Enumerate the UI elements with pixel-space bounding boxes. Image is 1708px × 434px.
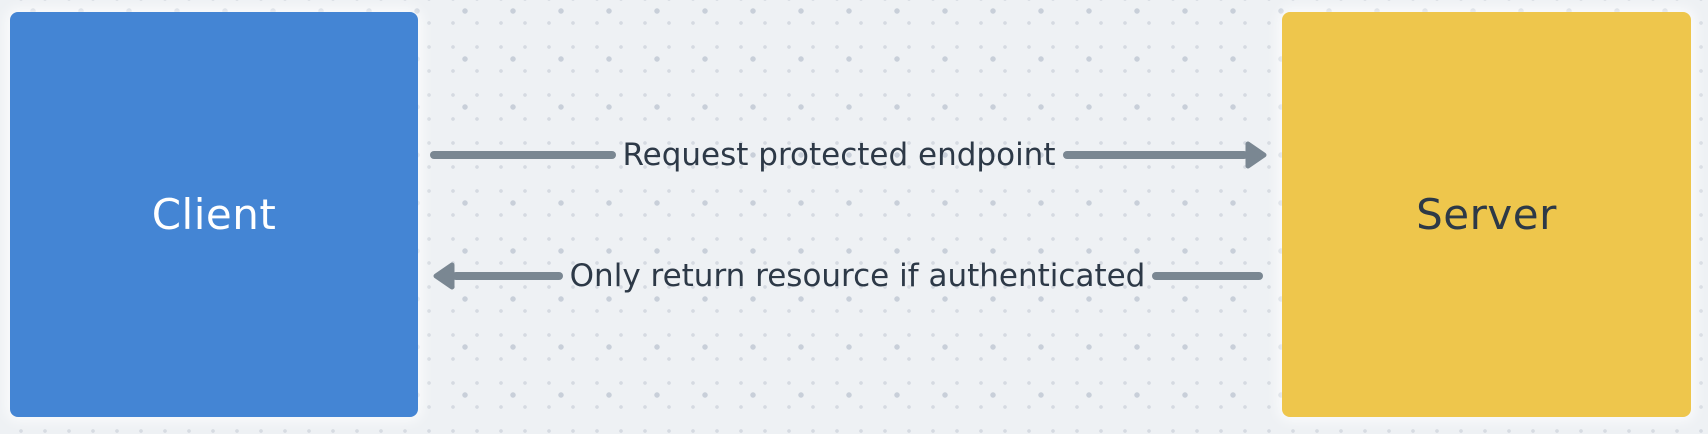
edge-request[interactable]: Request protected endpoint — [430, 133, 1268, 177]
edge-request-line-right — [1062, 151, 1249, 159]
node-client-label: Client — [151, 190, 277, 239]
edge-response-label: Only return resource if authenticated — [569, 258, 1146, 294]
node-server[interactable]: Server — [1282, 12, 1691, 417]
node-client[interactable]: Client — [10, 12, 418, 417]
edge-response-line-right — [1152, 272, 1264, 280]
node-server-label: Server — [1416, 190, 1557, 239]
arrowhead-right-icon — [1245, 141, 1267, 169]
edge-response[interactable]: Only return resource if authenticated — [432, 254, 1264, 298]
edge-response-line-left — [452, 272, 563, 280]
edge-request-label: Request protected endpoint — [622, 137, 1056, 173]
edge-request-line-left — [430, 151, 616, 159]
